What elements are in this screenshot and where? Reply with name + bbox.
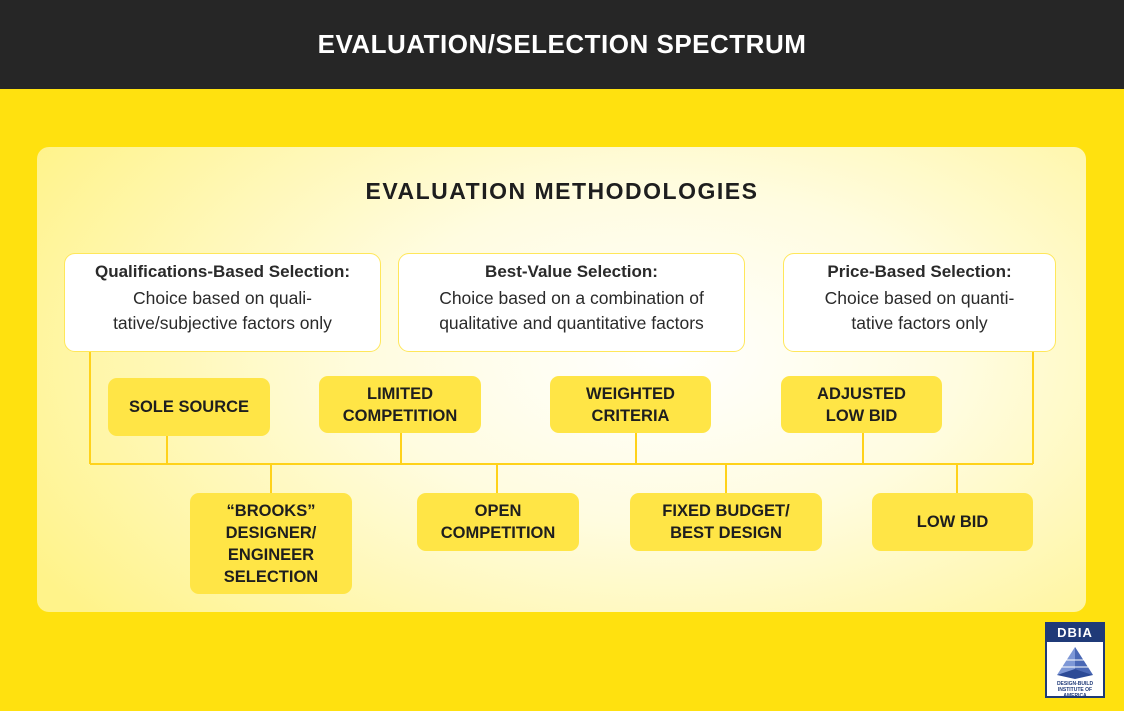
- pill-brooks-selection: “BROOKS” DESIGNER/ ENGINEER SELECTION: [190, 493, 352, 594]
- method-qualifications-based: Qualifications-Based Selection: Choice b…: [64, 253, 381, 352]
- pill-open-competition: OPEN COMPETITION: [417, 493, 579, 551]
- pill-adjusted-low-bid: ADJUSTED LOW BID: [781, 376, 942, 433]
- method-description: Choice based on a combination of qualita…: [439, 288, 704, 333]
- pill-sole-source: SOLE SOURCE: [108, 378, 270, 436]
- panel-title: EVALUATION METHODOLOGIES: [365, 178, 759, 204]
- dbia-logo: DBIA DESIGN-BUILD INSTITUTE OF AMERICA: [1045, 622, 1105, 699]
- method-title: Best-Value Selection:: [485, 262, 658, 281]
- pyramid-icon: [1057, 647, 1093, 679]
- pill-weighted-criteria: WEIGHTED CRITERIA: [550, 376, 711, 433]
- pill-limited-competition: LIMITED COMPETITION: [319, 376, 481, 433]
- method-description: Choice based on quali- tative/subjective…: [113, 288, 332, 333]
- logo-subtitle-line1: DESIGN-BUILD: [1056, 681, 1094, 687]
- pill-fixed-budget-best-design: FIXED BUDGET/ BEST DESIGN: [630, 493, 822, 551]
- method-price-based: Price-Based Selection: Choice based on q…: [783, 253, 1056, 352]
- logo-brand: DBIA: [1047, 624, 1103, 642]
- method-title: Qualifications-Based Selection:: [94, 262, 351, 281]
- method-best-value: Best-Value Selection: Choice based on a …: [398, 253, 745, 352]
- method-description: Choice based on quanti- tative factors o…: [824, 288, 1015, 333]
- page-header: EVALUATION/SELECTION SPECTRUM: [0, 0, 1124, 89]
- page-title: EVALUATION/SELECTION SPECTRUM: [317, 29, 807, 59]
- method-title: Price-Based Selection:: [827, 262, 1012, 281]
- logo-subtitle-line2: INSTITUTE OF AMERICA: [1057, 687, 1093, 699]
- pill-low-bid: LOW BID: [872, 493, 1033, 551]
- logo-subtitle: DESIGN-BUILD INSTITUTE OF AMERICA: [1047, 681, 1103, 699]
